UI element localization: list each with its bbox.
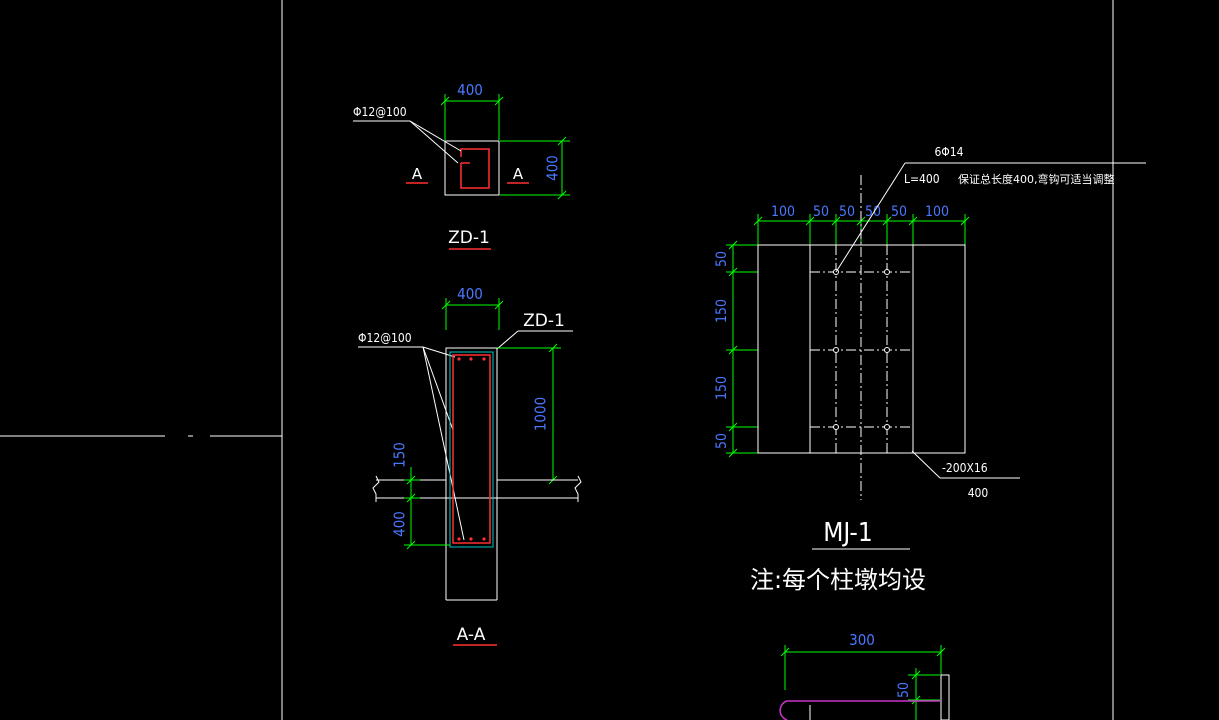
- section-aa-rebar-leader: [358, 346, 465, 541]
- mj1-dim-left-text-2: 150: [714, 299, 730, 323]
- mj1-dim-left-chain: [726, 240, 758, 458]
- zd1-plan-dim-width: [440, 94, 504, 140]
- section-aa-cover-line: [449, 351, 494, 548]
- bottom-detail-dim-height-text: 50: [896, 682, 912, 698]
- mj1-title: MJ-1: [823, 518, 872, 548]
- zd1-plan-dim-height-text: 400: [544, 155, 562, 181]
- mj1-plate-outline: [757, 244, 966, 454]
- section-aa-rebar-dots: [457, 357, 486, 541]
- section-aa-dim-height-text: 1000: [532, 397, 550, 431]
- section-aa-pier-label: ZD-1: [523, 311, 565, 331]
- mj1-anchor-label: 6Φ14: [934, 145, 963, 159]
- zd1-plan-rebar-leader: [353, 120, 462, 164]
- section-aa-dim-left: [404, 467, 450, 550]
- mj1-dim-left-text-1: 50: [714, 251, 730, 267]
- zd1-plan-view: 400 400 Φ12@100 A A ZD-1: [353, 81, 570, 250]
- zd1-section-mark-left: A: [412, 165, 423, 183]
- section-aa-title: A-A: [457, 625, 486, 645]
- section-aa-dim-width-text: 400: [457, 285, 483, 303]
- zd1-section-mark-right: A: [513, 165, 524, 183]
- section-aa-rebar-cage: [452, 354, 491, 544]
- mj1-dim-left-text-3: 150: [714, 376, 730, 400]
- section-aa-dim-width: [441, 298, 504, 330]
- bottom-detail-dim-height: [908, 668, 940, 720]
- mj1-note: 注:每个柱墩均设: [750, 566, 926, 594]
- bottom-detail-dim-width: [780, 645, 946, 690]
- bottom-detail-dim-width-text: 300: [849, 631, 875, 649]
- mj1-plate-length: 400: [968, 486, 989, 500]
- section-aa-pier-outline: [445, 347, 498, 601]
- drawing-frame: [0, 0, 1114, 720]
- mj1-dim-top-text-4: 50: [865, 204, 881, 220]
- mj1-dim-top-text-6: 100: [925, 204, 949, 220]
- zd1-plan-rebar-label: Φ12@100: [353, 105, 407, 119]
- mj1-dim-left-texts: 50 150 150 50: [714, 251, 730, 449]
- mj1-plate-leader: [911, 450, 1020, 479]
- zd1-plan-title: ZD-1: [448, 228, 490, 248]
- mj1-length-label: L=400: [904, 172, 940, 186]
- mj1-plate-label: -200X16: [942, 461, 988, 475]
- mj1-dim-top-text-5: 50: [891, 204, 907, 220]
- mj1-dim-top-texts: 100 50 50 50 50 100: [771, 204, 949, 220]
- bottom-detail-plate: [809, 674, 950, 720]
- mj1-dim-top-text-1: 100: [771, 204, 795, 220]
- mj1-dim-top-text-2: 50: [813, 204, 829, 220]
- section-aa-pier-leader: [496, 330, 573, 350]
- mj1-dim-top-text-3: 50: [839, 204, 855, 220]
- section-aa-view: 400 ZD-1 Φ12@100 1000: [358, 285, 582, 646]
- mj1-dim-left-text-4: 50: [714, 433, 730, 449]
- section-aa-dim-slab-text: 150: [391, 442, 409, 468]
- zd1-plan-column-outline: [444, 140, 500, 196]
- bottom-detail-view: 300 50: [779, 631, 950, 720]
- mj1-anchor-leader: [835, 162, 1146, 273]
- zd1-plan-stirrup: [460, 148, 490, 189]
- section-aa-dim-embed-text: 400: [391, 511, 409, 537]
- bottom-detail-anchor-bar: [779, 700, 941, 720]
- mj1-anchor-holes: [833, 269, 890, 430]
- section-aa-dim-height: [497, 343, 561, 485]
- section-aa-rebar-label: Φ12@100: [358, 331, 412, 345]
- zd1-plan-dim-width-text: 400: [457, 81, 483, 99]
- mj1-length-note: 保证总长度400,弯钩可适当调整: [958, 172, 1115, 186]
- zd1-plan-dim-height: [500, 136, 570, 200]
- mj1-plate-view: 100 50 50 50 50 100 50 150 150 50: [714, 145, 1146, 594]
